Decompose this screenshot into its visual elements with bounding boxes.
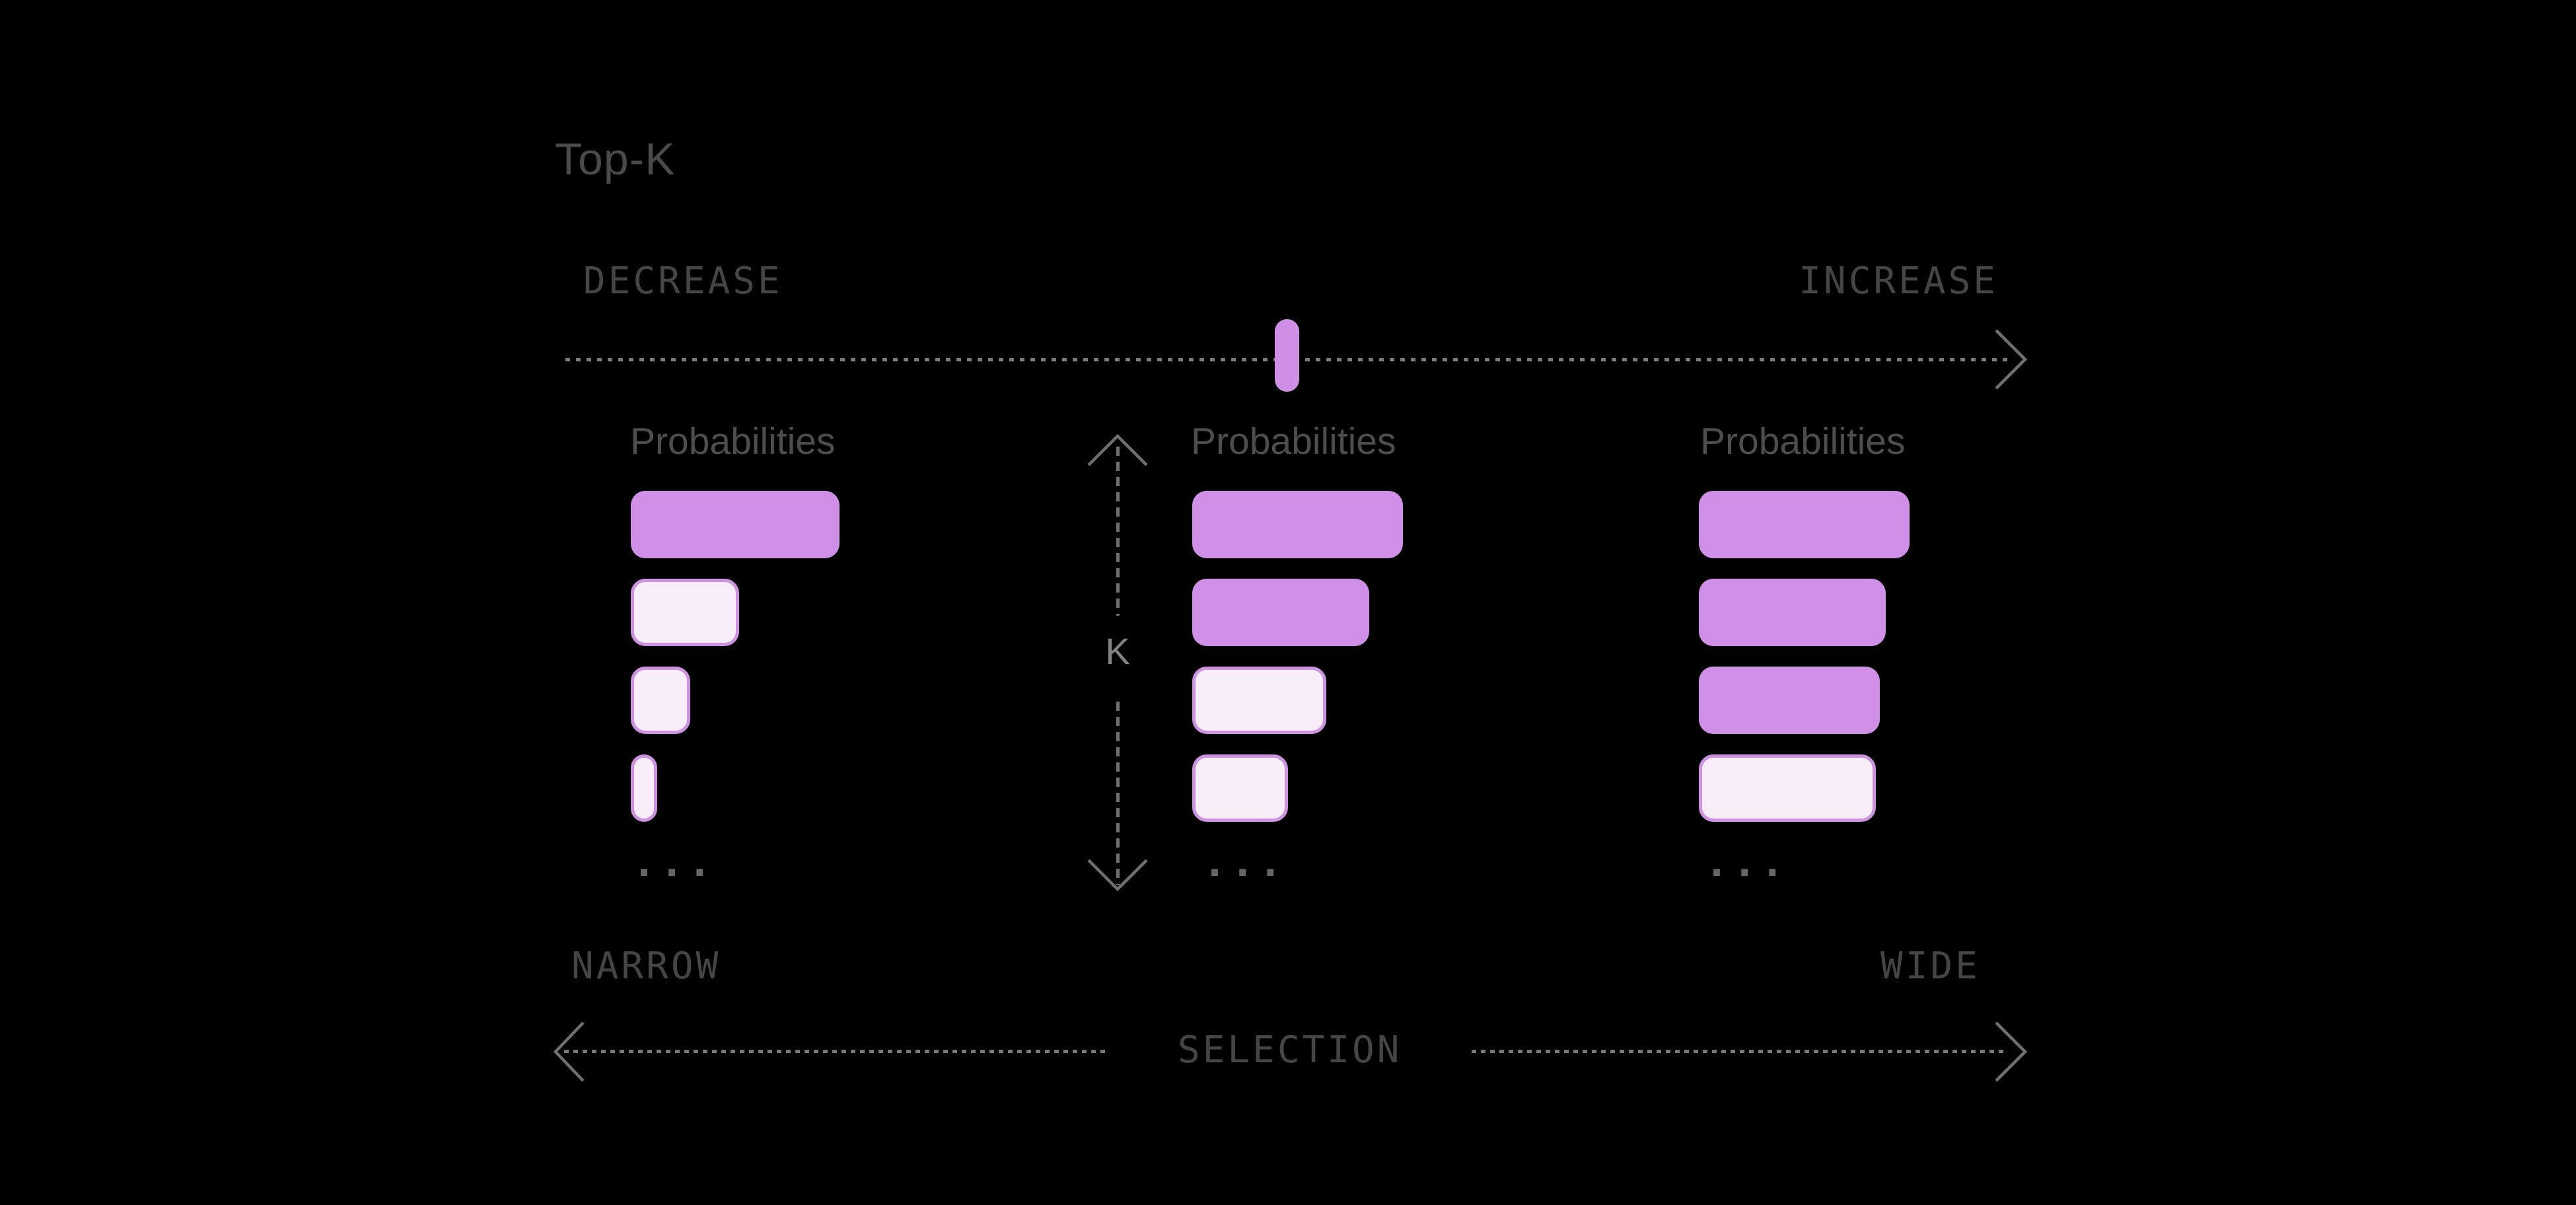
slider-handle[interactable]: [1275, 319, 1299, 392]
probability-bar: [631, 579, 739, 646]
probability-bar: [1699, 667, 1880, 734]
arrow-left-icon: [553, 1021, 585, 1082]
probability-bar: [631, 754, 657, 822]
probability-chart-left: [631, 491, 840, 822]
probability-bar: [631, 491, 840, 558]
probability-bar: [1192, 579, 1369, 646]
slider-increase-label: INCREASE: [1799, 260, 1998, 303]
probability-chart-right: [1699, 491, 1910, 822]
probability-bar: [1192, 754, 1288, 822]
more-tokens-ellipsis: ...: [1203, 840, 1287, 886]
probability-bar: [631, 667, 690, 734]
narrow-label: NARROW: [571, 945, 721, 988]
figure-title: Top-K: [555, 134, 676, 184]
arrow-up-icon: [1087, 433, 1148, 466]
chart-title: Probabilities: [1700, 420, 1906, 462]
slider-arrow-right-icon: [1995, 329, 2028, 390]
wide-label: WIDE: [1880, 945, 1980, 988]
probability-chart-center: [1192, 491, 1403, 822]
probability-bar: [1192, 667, 1326, 734]
k-axis-dashed-line: [1116, 702, 1120, 885]
more-tokens-ellipsis: ...: [632, 840, 716, 886]
selection-label: SELECTION: [1178, 1029, 1402, 1072]
selection-axis-line-right: [1472, 1050, 2008, 1053]
slider-decrease-label: DECREASE: [583, 260, 783, 303]
chart-title: Probabilities: [1191, 420, 1396, 462]
selection-axis-line-left: [564, 1050, 1107, 1053]
more-tokens-ellipsis: ...: [1705, 840, 1789, 886]
arrow-right-icon: [1995, 1021, 2028, 1082]
probability-bar: [1699, 579, 1886, 646]
probability-bar: [1192, 491, 1403, 558]
chart-title: Probabilities: [630, 420, 836, 462]
k-axis-dashed-line: [1116, 447, 1120, 616]
probability-bar: [1699, 491, 1910, 558]
k-axis-label: K: [1105, 630, 1130, 672]
arrow-down-icon: [1087, 859, 1148, 892]
probability-bar: [1699, 754, 1876, 822]
